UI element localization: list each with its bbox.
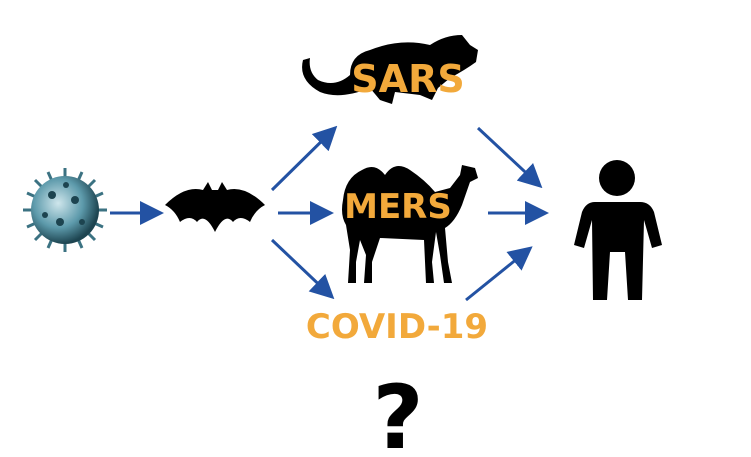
civet-icon — [302, 35, 478, 104]
arrows — [110, 125, 549, 302]
bat-icon — [165, 182, 265, 232]
label-sars: SARS — [351, 57, 464, 101]
arrow-bat-to-unknown — [270, 238, 335, 300]
camel-icon — [342, 165, 478, 283]
label-covid-19: COVID-19 — [306, 307, 488, 347]
arrow-unknown-to-human — [465, 246, 533, 302]
label-mers: MERS — [344, 187, 452, 227]
arrow-civet-to-human — [476, 126, 543, 189]
question-mark-icon: ? — [372, 366, 423, 457]
virus-icon — [23, 168, 107, 252]
arrow-bat-to-civet — [270, 125, 338, 192]
person-icon — [574, 160, 662, 300]
